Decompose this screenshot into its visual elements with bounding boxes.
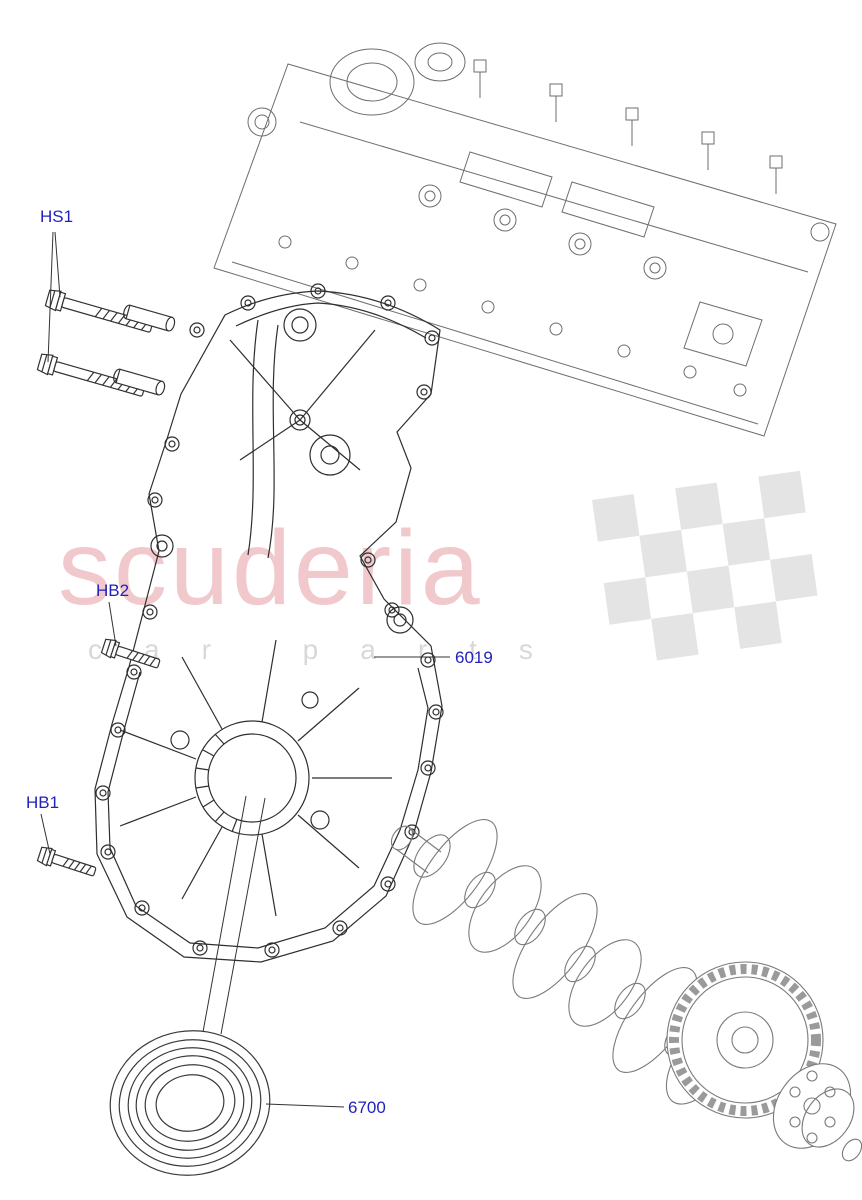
crankshaft-front-seal-drawing [109,1030,271,1176]
callout-hb1[interactable]: HB1 [26,793,60,812]
crankshaft-drawing [390,819,862,1162]
camshaft-cover-drawing [213,42,837,437]
hb1-bolt-drawing [36,844,99,882]
callout-6019[interactable]: 6019 [455,648,493,667]
watermark-subtitle-text: car parts [88,634,575,665]
callout-hb2[interactable]: HB2 [96,581,130,600]
watermark-logo-text: scuderia [58,509,483,627]
timing-chain-cover-drawing [94,283,444,963]
hb2-bolt-drawing [100,636,163,674]
callout-hs1[interactable]: HS1 [40,207,74,226]
hs1-bolts-drawing [36,287,177,402]
callout-6700[interactable]: 6700 [348,1098,386,1117]
callout-leader-lines [40,231,450,1108]
checkered-flag-watermark [592,470,818,661]
